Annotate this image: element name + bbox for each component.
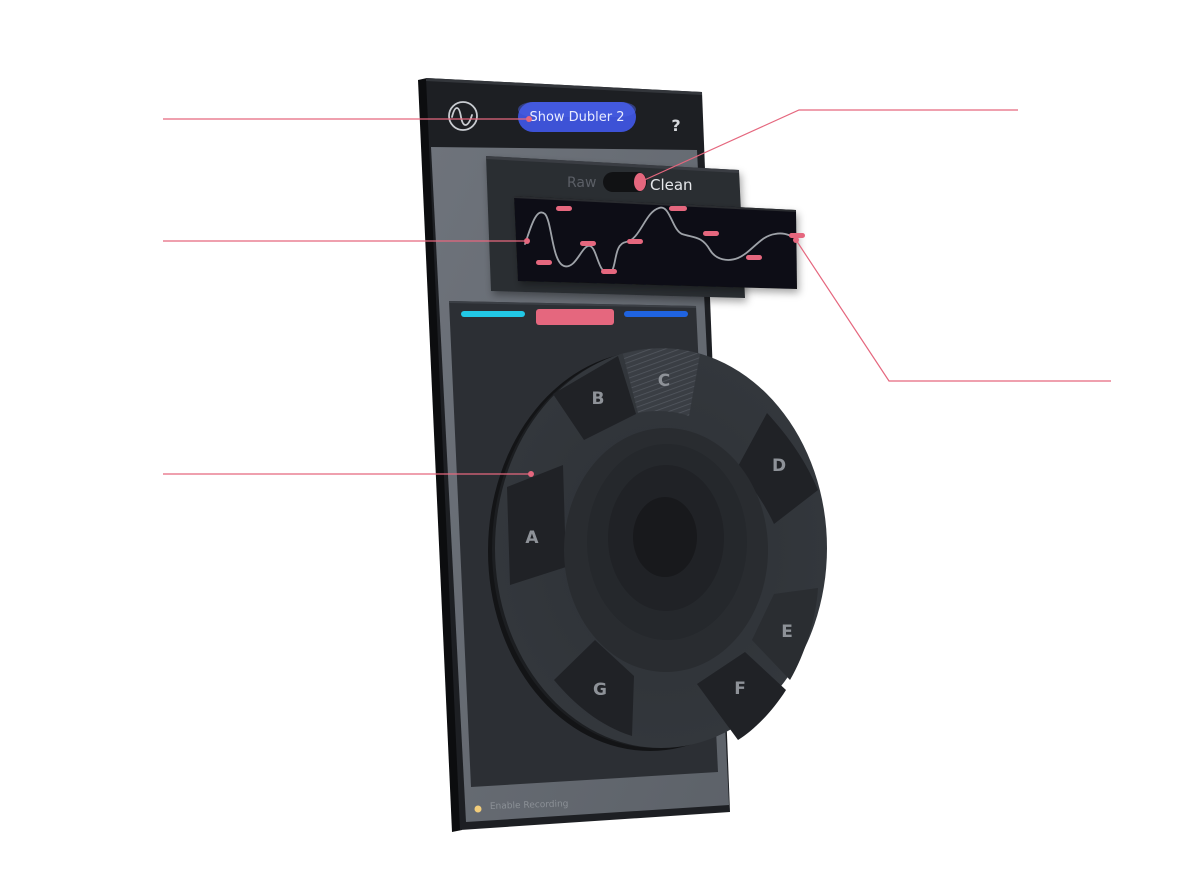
recording-toggle[interactable]: Enable Recording: [474, 799, 569, 813]
wheel-segment-e[interactable]: [752, 588, 818, 680]
callout-line-graph-end: [795, 239, 1111, 382]
wheel-label-g: G: [593, 680, 607, 700]
header: Show Dubler 2 ?: [448, 101, 681, 135]
wheel-segment-a[interactable]: [507, 465, 566, 585]
note-marker[interactable]: [601, 269, 617, 274]
pitch-curve: [524, 206, 797, 274]
color-bar-pink[interactable]: [536, 309, 614, 325]
help-icon: ?: [671, 116, 680, 135]
pitch-graph: [514, 196, 805, 289]
help-button[interactable]: ?: [671, 116, 680, 135]
callout-line-toggle: [639, 109, 1018, 183]
callout-dot: [526, 116, 532, 122]
note-marker[interactable]: [580, 241, 596, 246]
note-markers: [536, 206, 805, 274]
wheel-segment-d[interactable]: [736, 413, 818, 524]
callout-dots: [524, 116, 799, 477]
wheel-segment-c[interactable]: [623, 348, 700, 416]
wheel-segment-g[interactable]: [554, 640, 634, 736]
callout-dot: [793, 237, 799, 243]
wheel-segment-f[interactable]: [697, 652, 786, 740]
recording-label: Enable Recording: [490, 799, 569, 812]
wheel-center[interactable]: [633, 497, 697, 577]
wheel-label-d: D: [772, 456, 786, 476]
wheel-label-f: F: [734, 679, 746, 699]
key-wheel: C B D A E F G: [488, 348, 827, 751]
color-bar-cyan[interactable]: [461, 311, 525, 317]
sine-wave-icon[interactable]: [448, 101, 478, 131]
color-bar-blue[interactable]: [624, 311, 688, 317]
wheel-label-c: C: [658, 371, 670, 391]
note-marker[interactable]: [669, 206, 687, 211]
show-dubler-button-label: Show Dubler 2: [529, 110, 624, 125]
note-marker[interactable]: [789, 233, 805, 238]
wheel-label-a: A: [525, 528, 539, 548]
callouts: [163, 109, 1111, 475]
note-marker[interactable]: [556, 206, 572, 211]
wheel-segment-b[interactable]: [553, 356, 636, 440]
wheel-label-b: B: [592, 389, 605, 409]
note-marker[interactable]: [627, 239, 643, 244]
note-marker[interactable]: [536, 260, 552, 265]
note-marker[interactable]: [746, 255, 762, 260]
toggle-raw-label[interactable]: Raw: [567, 175, 596, 191]
recording-dot-icon: [474, 805, 482, 813]
note-marker[interactable]: [703, 231, 719, 236]
wheel-label-e: E: [781, 622, 793, 642]
callout-dot: [524, 238, 530, 244]
callout-dot: [528, 471, 534, 477]
toggle-clean-label[interactable]: Clean: [650, 176, 693, 194]
show-dubler-button[interactable]: Show Dubler 2: [518, 102, 636, 132]
